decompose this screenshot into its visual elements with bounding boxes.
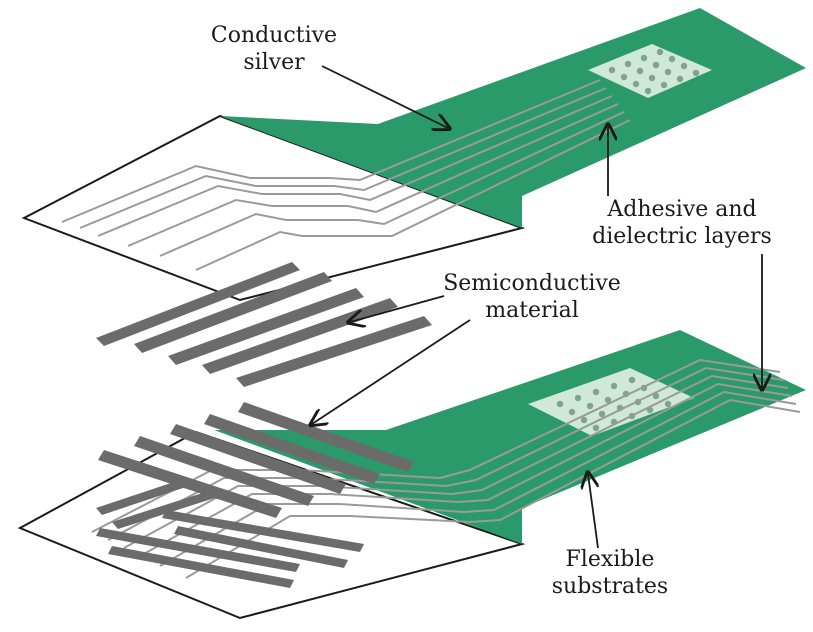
semiconductive-arrow-left (350, 295, 445, 322)
semiconductive-material-label: Semiconductive material (432, 270, 632, 324)
semiconductive-strip (134, 272, 332, 353)
semiconductive-strips (96, 262, 432, 387)
semiconductive-strip (134, 436, 314, 506)
flexible-substrates-label: Flexible substrates (540, 546, 680, 600)
upper-pad-dots (608, 48, 700, 95)
semiconductive-strip (238, 402, 414, 472)
semiconductive-line1: Semiconductive (443, 271, 621, 296)
lower-electrodes (96, 478, 364, 588)
flexible-substrates-arrow (588, 474, 599, 549)
upper-silver-traces (61, 79, 631, 271)
semiconductive-strip (168, 288, 364, 365)
conductive-silver-line1: Conductive (210, 23, 338, 48)
semiconductive-strip (204, 414, 380, 484)
semiconductive-strip (170, 424, 346, 494)
semiconductive-line2: material (485, 298, 579, 323)
flexible-substrates-line2: substrates (551, 574, 669, 599)
adhesive-dielectric-line2: dielectric layers (592, 224, 772, 249)
semiconductive-strip (98, 450, 282, 518)
conductive-silver-line2: silver (243, 50, 305, 75)
flexible-substrates-line1: Flexible (565, 547, 655, 572)
conductive-silver-label: Conductive silver (204, 22, 344, 76)
semiconductive-strip (236, 316, 432, 387)
upper-contact-pad (588, 44, 712, 98)
adhesive-dielectric-line1: Adhesive and (607, 197, 757, 222)
adhesive-dielectric-label: Adhesive and dielectric layers (584, 196, 780, 250)
lower-semiconductive-strips (98, 402, 414, 518)
lower-layer (17, 330, 806, 620)
upper-layer (21, 8, 806, 302)
semiconductive-strip (96, 262, 300, 346)
leader-lines (312, 65, 762, 549)
conductive-silver-arrow (321, 65, 448, 128)
semiconductive-arrow-down (312, 319, 471, 424)
